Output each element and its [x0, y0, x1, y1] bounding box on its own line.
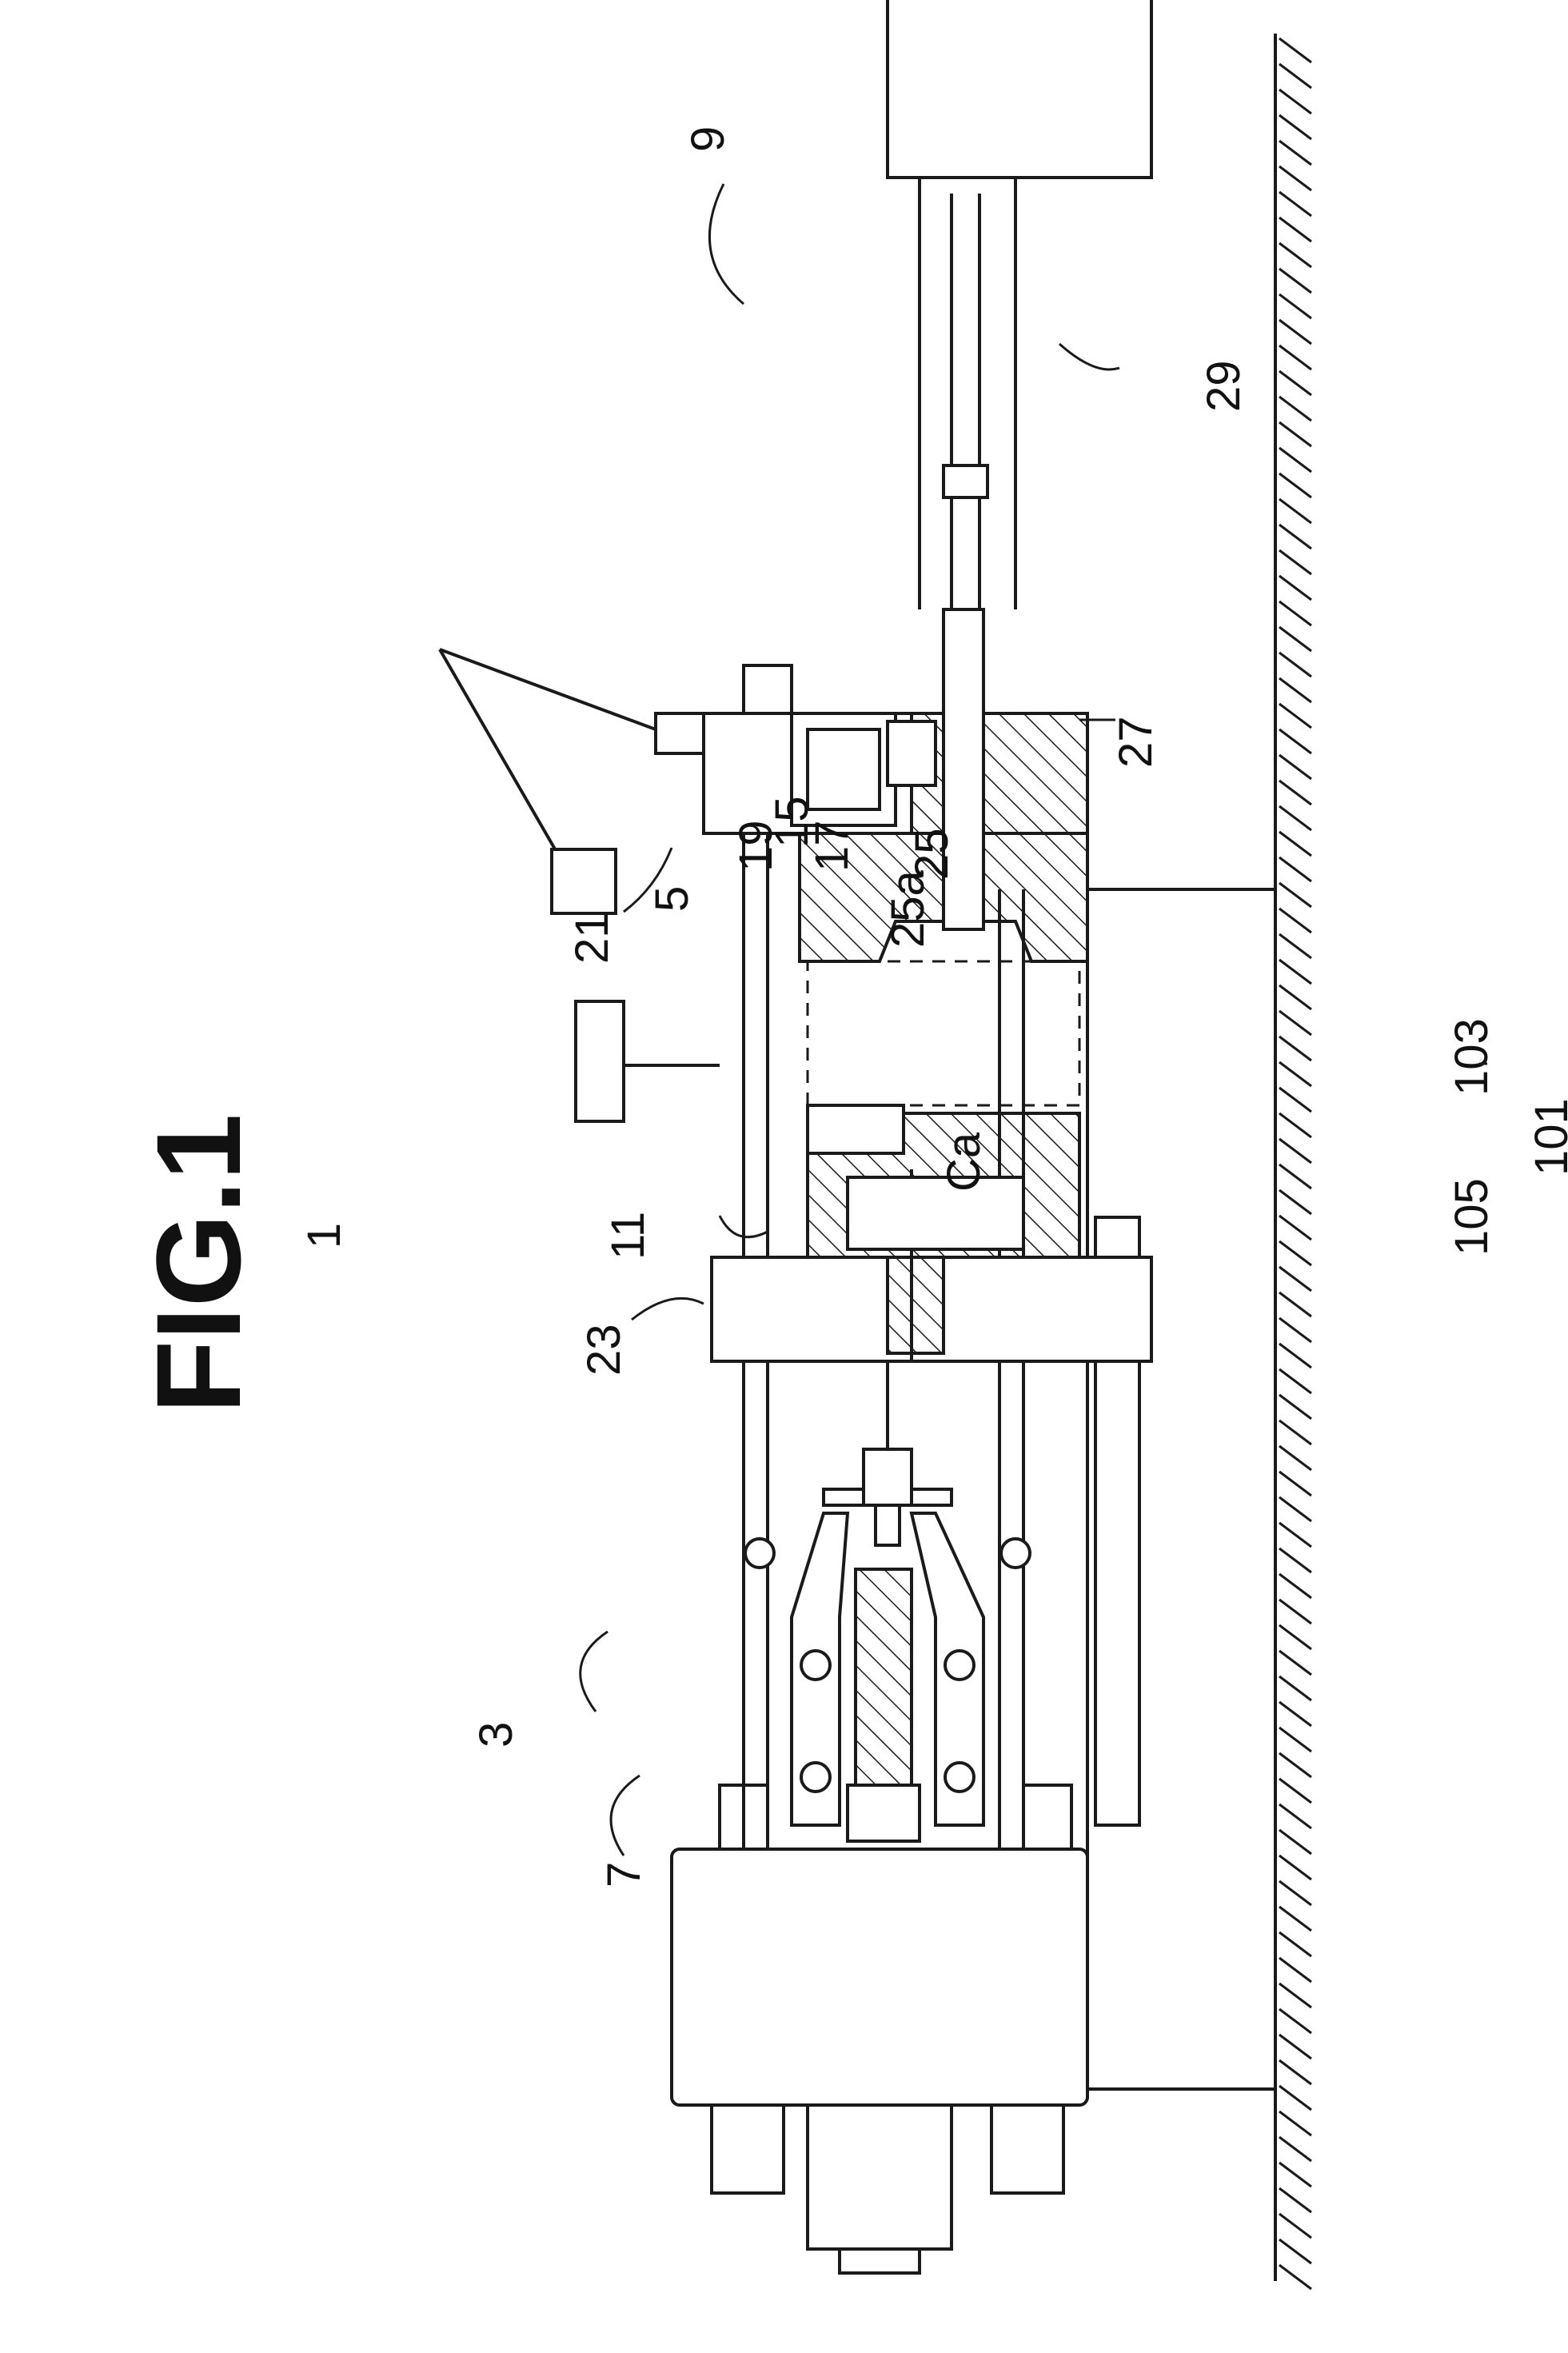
- label-9: 9: [682, 126, 734, 152]
- label-27: 27: [1110, 716, 1162, 768]
- toggle-links: [745, 1513, 1030, 1841]
- label-29: 29: [1198, 360, 1250, 412]
- spray-robot: [440, 649, 720, 1121]
- rear-platen-7: [672, 1785, 1087, 2273]
- label-1: 1: [298, 1223, 350, 1248]
- label-21: 21: [566, 912, 618, 964]
- leader-lines: [581, 184, 1487, 1856]
- label-23: 23: [578, 1324, 630, 1376]
- base-frame: [1087, 889, 1275, 2089]
- labels: FIG.1 1 3 7 9 11 23 21 5 19 15 17 25 25a…: [131, 126, 1568, 1888]
- label-3: 3: [470, 1722, 522, 1748]
- ground: [1275, 34, 1311, 2289]
- label-7: 7: [598, 1862, 650, 1888]
- label-5: 5: [646, 886, 698, 912]
- label-25a: 25a: [882, 869, 934, 948]
- label-ca: Ca: [938, 1132, 990, 1192]
- label-105: 105: [1446, 1178, 1498, 1256]
- label-17: 17: [806, 820, 858, 872]
- figure-title: FIG.1: [131, 1113, 265, 1413]
- label-11: 11: [602, 1212, 654, 1260]
- stationary-platen-5: [704, 665, 1087, 833]
- label-101: 101: [1526, 1098, 1568, 1176]
- machine-drawing: [440, 0, 1311, 2289]
- label-103: 103: [1446, 1018, 1498, 1096]
